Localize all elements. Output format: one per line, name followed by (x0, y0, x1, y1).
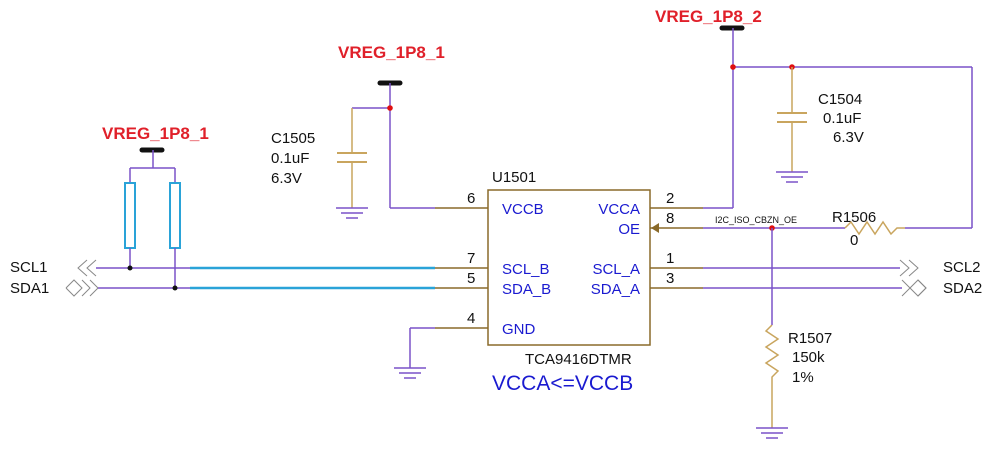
pullup-resistor-sda (169, 168, 181, 288)
port-label-scl2: SCL2 (943, 259, 981, 276)
r1506-value: 0 (850, 232, 858, 249)
resistor-r1506 (844, 220, 905, 236)
junction-scl1 (127, 265, 133, 271)
capacitor-c1504 (776, 67, 808, 183)
pin-name-oe: OE (618, 221, 640, 238)
port-arrow-scl1 (77, 259, 97, 277)
port-label-sda1: SDA1 (10, 280, 49, 297)
power-label-vreg-left: VREG_1P8_1 (102, 124, 209, 143)
power-label-vreg-right: VREG_1P8_2 (655, 7, 762, 26)
pin-num-sda-a: 3 (666, 270, 674, 287)
power-bar-right (703, 25, 973, 229)
pin-num-scl-a: 1 (666, 250, 674, 267)
port-arrow-scl2 (899, 259, 919, 277)
net-label-oe: I2C_ISO_CBZN_OE (715, 215, 797, 225)
port-label-sda2: SDA2 (943, 280, 982, 297)
junction-sda1 (172, 285, 178, 291)
r1507-tolerance: 1% (792, 369, 814, 386)
c1505-voltage: 6.3V (271, 170, 302, 187)
r1506-ref: R1506 (832, 209, 876, 226)
ic-part-number: TCA9416DTMR (525, 351, 632, 368)
oe-input-arrow (651, 223, 659, 233)
pin-num-vcca: 2 (666, 190, 674, 207)
pin-num-vccb: 6 (467, 190, 475, 207)
capacitor-c1505 (336, 108, 368, 219)
c1504-voltage: 6.3V (833, 129, 864, 146)
wire-oe-net (703, 225, 845, 231)
power-label-vreg-mid: VREG_1P8_1 (338, 43, 445, 62)
pin-name-sda-a: SDA_A (591, 281, 640, 298)
c1505-ref: C1505 (271, 130, 315, 147)
resistor-r1507 (756, 228, 788, 439)
port-label-scl1: SCL1 (10, 259, 48, 276)
port-arrow-sda1 (65, 279, 99, 297)
ic-voltage-note: VCCA<=VCCB (492, 372, 633, 395)
pin-num-sda-b: 5 (467, 270, 475, 287)
pin-num-gnd: 4 (467, 310, 475, 327)
pin-name-gnd: GND (502, 321, 536, 338)
power-bar-left (130, 147, 175, 169)
ground-gnd-pin (394, 327, 435, 379)
pin-name-vccb: VCCB (502, 201, 544, 218)
pin-name-sda-b: SDA_B (502, 281, 551, 298)
r1507-ref: R1507 (788, 330, 832, 347)
c1504-ref: C1504 (818, 91, 862, 108)
pin-num-scl-b: 7 (467, 250, 475, 267)
ic-pin-stubs-right (650, 207, 703, 289)
ic-pin-stubs-left (435, 207, 488, 329)
r1507-value: 150k (792, 349, 825, 366)
pin-name-vcca: VCCA (598, 201, 640, 218)
port-arrow-sda2 (901, 279, 927, 297)
pin-name-scl-a: SCL_A (592, 261, 640, 278)
c1504-value: 0.1uF (823, 110, 861, 127)
pin-name-scl-b: SCL_B (502, 261, 550, 278)
pin-num-oe: 8 (666, 210, 674, 227)
pullup-resistor-scl (124, 168, 136, 268)
ic-refdes: U1501 (492, 169, 536, 186)
c1505-value: 0.1uF (271, 150, 309, 167)
power-bar-mid (352, 80, 435, 209)
